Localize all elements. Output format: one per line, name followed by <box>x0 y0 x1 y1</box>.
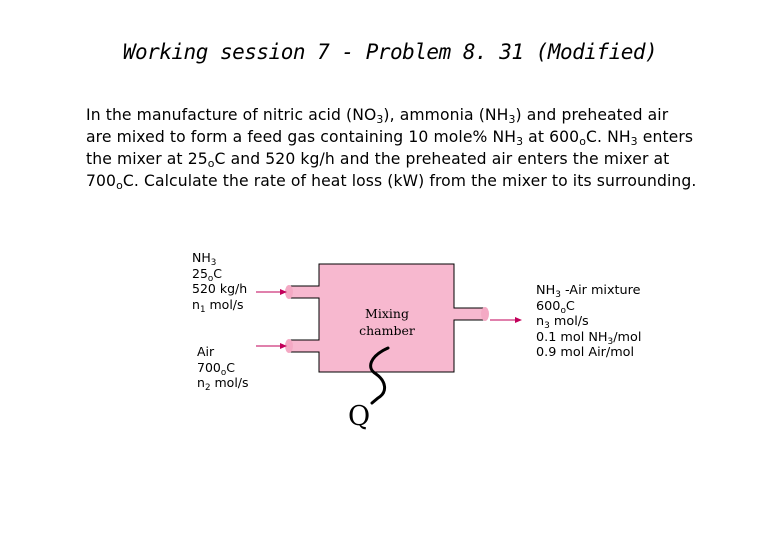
product-stream-label: NH3 -Air mixture 600oC n3 mol/s 0.1 mol … <box>536 283 641 361</box>
product-composition-nh3: 0.1 mol NH3/mol <box>536 329 642 347</box>
stream-1-name: NH3 <box>192 250 217 268</box>
stream-2-molar: n2 mol/s <box>197 375 249 393</box>
product-temperature: 600oC <box>536 298 575 316</box>
outlet-arrow-head <box>515 317 522 323</box>
product-molar: n3 mol/s <box>536 314 589 331</box>
outlet-nozzle <box>481 307 489 321</box>
inlet-nozzle-2 <box>285 339 293 353</box>
product-composition-air: 0.9 mol Air/mol <box>536 345 635 360</box>
inlet-arrow-2-head <box>280 343 287 349</box>
problem-line-3: the mixer at 25oC and 520 kg/h and the p… <box>86 150 670 170</box>
heat-loss-arrow <box>369 346 390 405</box>
stream-1-molar: n1 mol/s <box>192 296 244 315</box>
mixer-label-line-2: chamber <box>359 323 415 338</box>
stream-2-label: Air 700oC n2 mol/s <box>197 344 249 393</box>
stream-2-name: Air <box>197 344 215 359</box>
problem-statement: In the manufacture of nitric acid (NO3),… <box>86 104 766 192</box>
mixer-label: Mixing chamber <box>352 305 422 339</box>
heat-symbol: Q <box>348 401 371 432</box>
stream-2-temperature: 700oC <box>197 359 235 378</box>
stream-1-label: NH3 25oC 520 kg/h n1 mol/s <box>192 250 248 315</box>
mixer-label-line-1: Mixing <box>365 306 409 321</box>
problem-line-4: 700oC. Calculate the rate of heat loss (… <box>86 172 697 192</box>
inlet-nozzle-1 <box>285 285 293 299</box>
page-title: Working session 7 - Problem 8. 31 (Modif… <box>122 40 658 64</box>
stream-1-temperature: 25oC <box>192 265 222 284</box>
problem-line-1: In the manufacture of nitric acid (NO3),… <box>86 106 669 126</box>
problem-line-2: are mixed to form a feed gas containing … <box>86 128 694 148</box>
stream-1-flow: 520 kg/h <box>192 281 248 296</box>
product-name: NH3 -Air mixture <box>536 283 641 300</box>
inlet-arrow-1-head <box>280 289 287 295</box>
